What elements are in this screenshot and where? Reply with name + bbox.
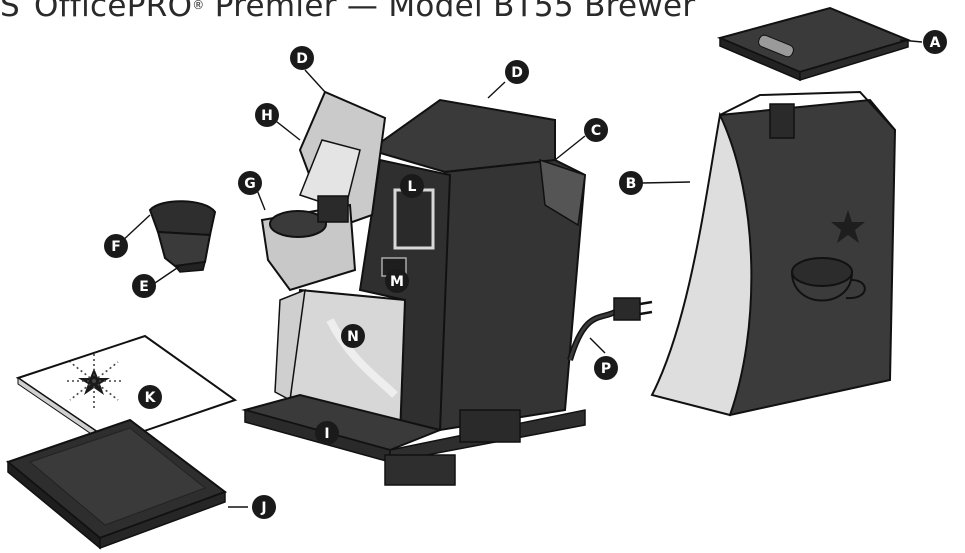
title-brand: OfficePRO [33,0,193,24]
water-reservoir[interactable] [650,90,897,417]
callout-label: L [408,179,417,195]
drip-tray-plate[interactable] [15,334,238,449]
callout-label: D [511,65,523,81]
callout-h[interactable]: H [255,103,279,127]
cup-logo-icon [791,257,853,287]
trademark-mark: ® [192,0,205,12]
callout-g[interactable]: G [238,171,262,195]
callout-label: A [930,35,941,51]
callout-p[interactable]: P [594,356,618,380]
callout-d-right[interactable]: D [505,60,529,84]
callout-c[interactable]: C [584,118,608,142]
callout-label: E [139,279,149,295]
star-logo-icon [831,210,865,243]
callout-label: P [601,361,611,377]
callout-a[interactable]: A [923,30,947,54]
callout-label: H [261,108,273,124]
callout-m[interactable]: M [385,269,409,293]
callout-label: C [591,123,601,139]
callout-d-left[interactable]: D [290,46,314,70]
callout-f[interactable]: F [104,234,128,258]
callout-label: G [244,176,256,192]
pod-holder-housing[interactable] [260,195,357,292]
callout-label: D [296,51,308,67]
callouts: A B C D D E F G H I J K L M N P [104,30,947,519]
callout-label: J [260,500,266,516]
callout-k[interactable]: K [138,385,162,409]
callout-label: M [390,274,404,290]
callout-e[interactable]: E [132,274,156,298]
title-rest: Premier — Model BT55 Brewer [204,0,696,24]
reservoir-lid[interactable] [716,6,912,82]
callout-label: B [626,176,637,192]
callout-l[interactable]: L [400,174,424,198]
callout-label: K [145,390,157,406]
pod-holder[interactable] [148,200,217,273]
callout-b[interactable]: B [619,171,643,195]
callout-j[interactable]: J [252,495,276,519]
drip-tray[interactable] [5,418,228,550]
power-cord[interactable] [567,297,653,361]
callout-i[interactable]: I [315,421,339,445]
callout-label: N [347,329,359,345]
callout-label: I [324,426,329,442]
diagram-title: S OfficePRO® Premier — Model BT55 Brewer [0,0,695,24]
title-lead: S [0,0,20,24]
callout-label: F [111,239,121,255]
callout-n[interactable]: N [341,324,365,348]
